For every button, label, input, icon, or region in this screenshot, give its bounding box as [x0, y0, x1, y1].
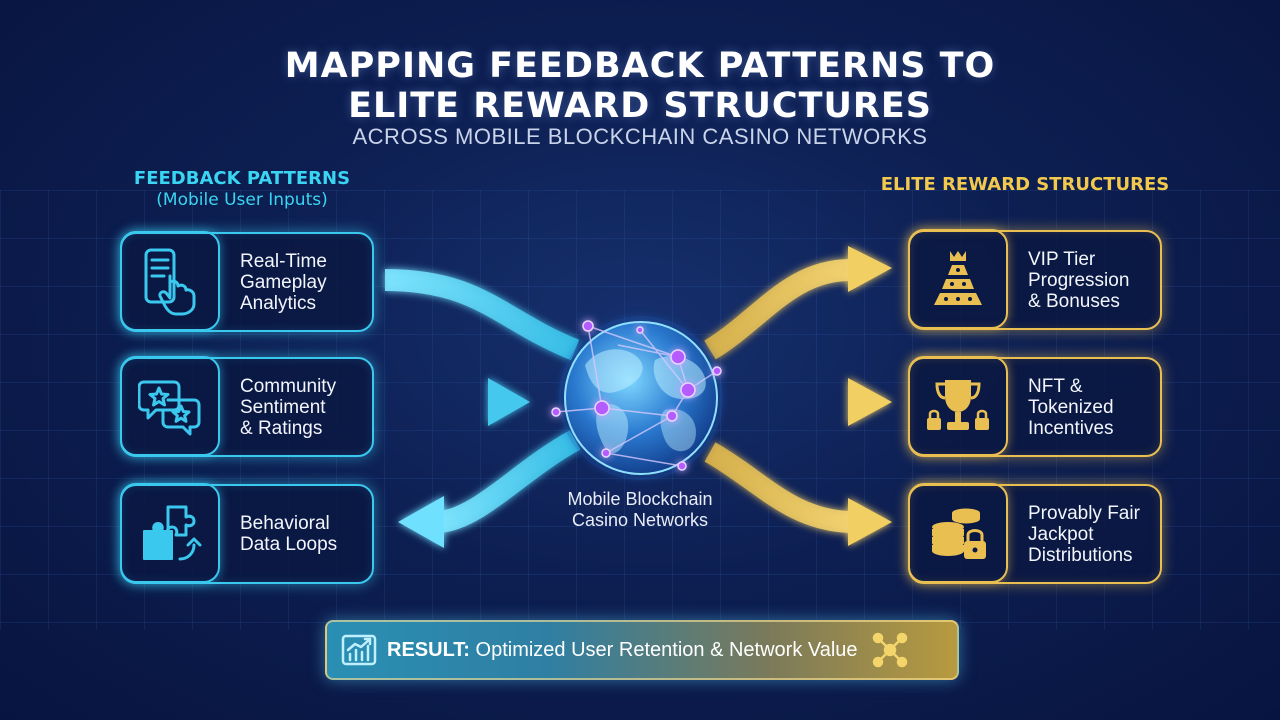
crown-pyramid-icon [908, 229, 1008, 329]
phone-touch-icon [120, 231, 220, 331]
page-subtitle: ACROSS MOBILE BLOCKCHAIN CASINO NETWORKS [352, 124, 928, 149]
result-banner: RESULT: Optimized User Retention & Netwo… [325, 620, 959, 680]
arrow-bottom-right-head [848, 498, 892, 546]
globe-network-icon [551, 316, 723, 480]
reward-card-nft-incentives[interactable]: NFT & Tokenized Incentives [908, 356, 1162, 457]
network-nodes-icon [872, 632, 908, 668]
page-title-line1: MAPPING FEEDBACK PATTERNS TO [284, 46, 996, 86]
result-description: Optimized User Retention & Network Value [469, 638, 858, 661]
feedback-arrows [384, 269, 581, 548]
arrow-bottom-left-head [398, 496, 444, 548]
arrow-top-right [704, 259, 851, 360]
arrow-bottom-left [438, 430, 581, 533]
network-label: Mobile Blockchain Casino Networks [567, 489, 713, 530]
arrow-top-right-head [848, 246, 892, 292]
card-label: Behavioral Data Loops [240, 513, 338, 555]
feedback-card-gameplay-analytics[interactable]: Real-Time Gameplay Analytics [120, 231, 374, 332]
arrow-bottom-right [704, 442, 851, 533]
arrow-middle-left-head [488, 378, 530, 426]
card-label: NFT & Tokenized Incentives [1028, 375, 1114, 439]
card-label: Community Sentiment & Ratings [240, 375, 337, 439]
card-label: VIP Tier Progression & Bonuses [1028, 248, 1130, 312]
rewards-heading: ELITE REWARD STRUCTURES [880, 174, 1170, 195]
arrow-top-left [384, 269, 580, 361]
coins-lock-icon [908, 483, 1008, 583]
feedback-heading: FEEDBACK PATTERNS [133, 168, 351, 189]
puzzle-icon [120, 483, 220, 583]
feedback-card-community-sentiment[interactable]: Community Sentiment & Ratings [120, 356, 374, 457]
reward-arrows [704, 246, 892, 546]
chat-star-icon [120, 356, 220, 456]
page-title-line2: ELITE REWARD STRUCTURES [348, 86, 932, 126]
reward-card-jackpot[interactable]: Provably Fair Jackpot Distributions [908, 483, 1162, 584]
feedback-card-behavioral-data[interactable]: Behavioral Data Loops [120, 483, 374, 584]
chart-growth-icon [341, 634, 377, 666]
arrow-middle-right-head [848, 378, 892, 426]
reward-card-vip-tier[interactable]: VIP Tier Progression & Bonuses [908, 229, 1162, 330]
feedback-subheading: (Mobile User Inputs) [156, 190, 328, 210]
result-text: RESULT: Optimized User Retention & Netwo… [387, 639, 858, 662]
trophy-lock-icon [908, 356, 1008, 456]
result-prefix: RESULT: [387, 638, 470, 661]
card-label: Provably Fair Jackpot Distributions [1028, 502, 1140, 566]
card-label: Real-Time Gameplay Analytics [240, 250, 327, 314]
